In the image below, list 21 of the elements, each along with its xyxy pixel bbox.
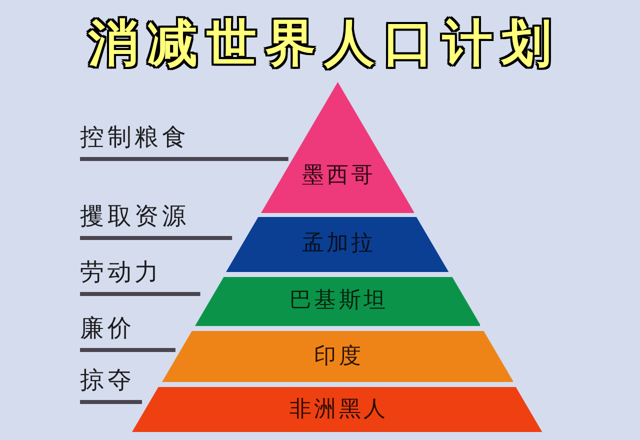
pyramid-tier (132, 387, 543, 432)
side-label: 劳动力 (80, 257, 162, 294)
pyramid-tier (226, 217, 449, 272)
pyramid-tier (162, 331, 514, 382)
leader-line (80, 157, 288, 161)
tier-label: 孟加拉 (300, 231, 376, 257)
leader-line (80, 400, 142, 404)
title: 消减世界人口计划 (87, 12, 560, 74)
leader-line (80, 292, 200, 296)
side-label: 掠夺 (80, 365, 135, 402)
tier-label: 墨西哥 (300, 163, 376, 189)
leader-line (80, 236, 232, 240)
side-label: 攫取资源 (80, 201, 190, 238)
side-label: 控制粮食 (80, 122, 190, 159)
tier-label: 非洲黑人 (288, 397, 388, 423)
tier-label: 印度 (313, 344, 364, 370)
pyramid-tier (260, 82, 414, 213)
leader-line (80, 348, 176, 352)
pyramid-tier (194, 277, 480, 326)
side-label: 廉价 (80, 313, 135, 350)
tier-label: 巴基斯坦 (288, 288, 388, 314)
